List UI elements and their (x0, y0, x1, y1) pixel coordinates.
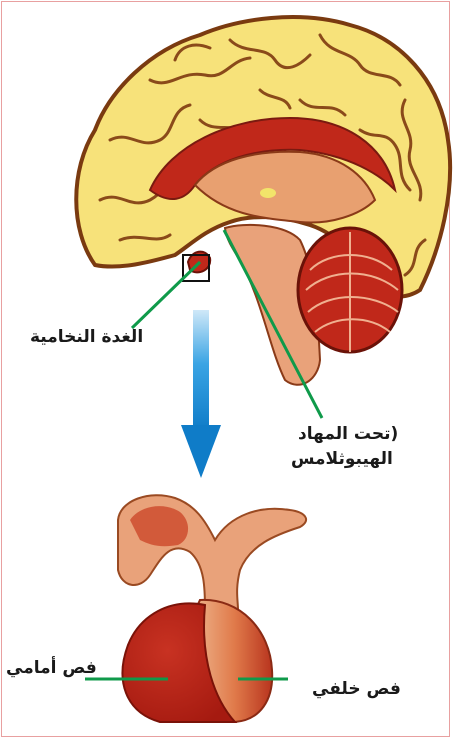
pineal-spot (260, 188, 276, 198)
pituitary-gland-label: الغدة النخامية (30, 327, 143, 347)
down-arrow-icon (181, 310, 221, 478)
hypothalamus-label-line2: الهيبوثلامس (291, 449, 393, 469)
hypothalamus-label-line1: (تحت المهاد (298, 424, 398, 444)
anterior-lobe-label: فص أمامي (6, 658, 97, 678)
cerebellum (298, 228, 402, 352)
pituitary-enlarged (118, 495, 306, 722)
pituitary-pointer (132, 262, 200, 328)
posterior-lobe-label: فص خلفي (312, 679, 401, 699)
